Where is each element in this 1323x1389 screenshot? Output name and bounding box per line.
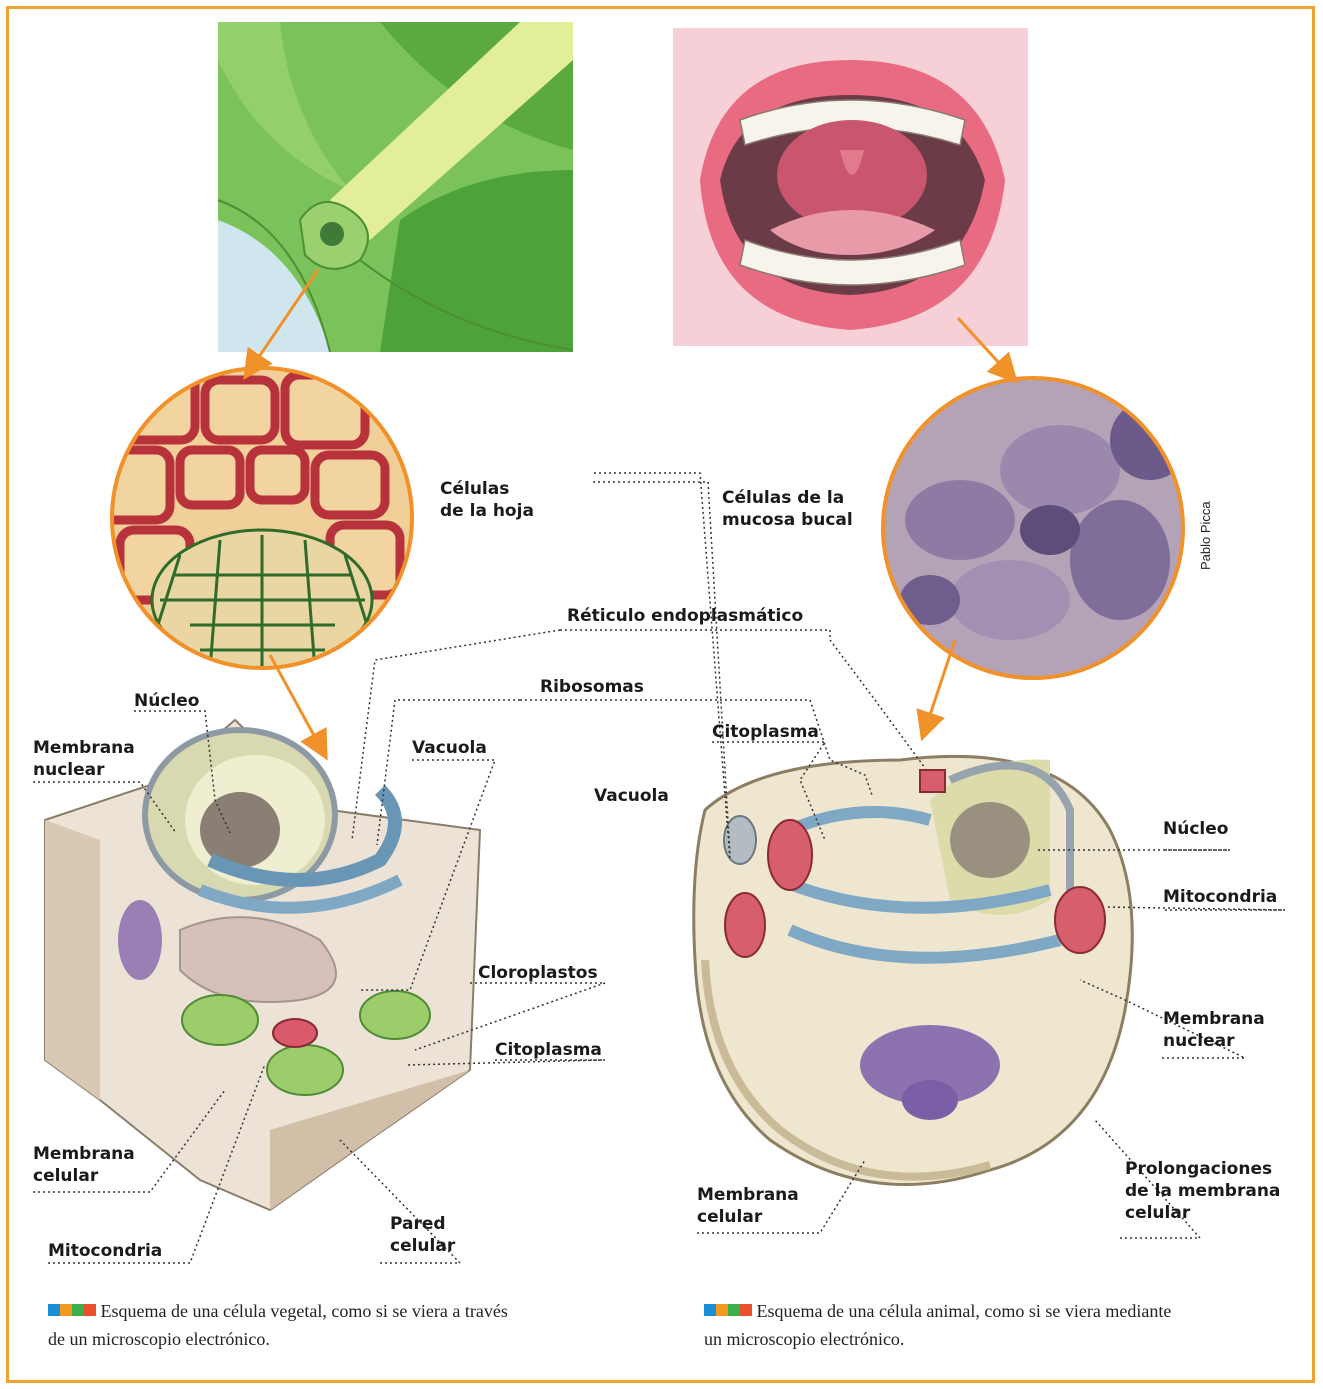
leaf-cells-label: Células de la hoja bbox=[440, 478, 534, 522]
animal-nucleus-label: Núcleo bbox=[1163, 818, 1228, 840]
leaf-illustration bbox=[218, 22, 573, 352]
plant-cell-illustration bbox=[45, 720, 480, 1210]
animal-mitochondria-label: Mitocondria bbox=[1163, 886, 1277, 908]
plant-mitochondria-label: Mitocondria bbox=[48, 1240, 162, 1262]
plant-nucleus-label: Núcleo bbox=[134, 690, 199, 712]
ribosomes-label: Ribosomas bbox=[540, 676, 644, 698]
plant-cytoplasm-label: Citoplasma bbox=[495, 1039, 602, 1061]
plant-cell-membrane-label: Membrana celular bbox=[33, 1143, 135, 1187]
animal-membrane-extensions-label: Prolongaciones de la membrana celular bbox=[1125, 1158, 1280, 1224]
plant-cell-wall-label: Pared celular bbox=[390, 1213, 455, 1257]
plant-nuclear-membrane-label: Membrana nuclear bbox=[33, 737, 135, 781]
animal-cell-caption: Esquema de una célula animal, como si se… bbox=[704, 1297, 1184, 1353]
caption-swatch bbox=[704, 1301, 752, 1321]
plant-cell-caption: Esquema de una célula vegetal, como si s… bbox=[48, 1297, 528, 1353]
caption-swatch bbox=[48, 1301, 96, 1321]
plant-chloroplasts-label: Cloroplastos bbox=[478, 962, 598, 984]
animal-nuclear-membrane-label: Membrana nuclear bbox=[1163, 1008, 1265, 1052]
leaf-cells-micrograph bbox=[100, 368, 412, 670]
photo-credit: Pablo Picca bbox=[1198, 501, 1213, 570]
endoplasmic-reticulum-label: Réticulo endoplasmático bbox=[567, 605, 803, 627]
mucosa-cells-micrograph bbox=[883, 378, 1190, 678]
animal-cytoplasm-label: Citoplasma bbox=[712, 721, 819, 743]
mucosa-cells-label: Células de la mucosa bucal bbox=[722, 487, 853, 531]
mouth-illustration bbox=[673, 28, 1028, 346]
animal-cell-illustration bbox=[694, 756, 1133, 1184]
plant-vacuole-label: Vacuola bbox=[412, 737, 487, 759]
animal-vacuole-label: Vacuola bbox=[594, 785, 669, 807]
plant-caption-text: Esquema de una célula vegetal, como si s… bbox=[48, 1301, 508, 1349]
animal-caption-text: Esquema de una célula animal, como si se… bbox=[704, 1301, 1171, 1349]
animal-cell-membrane-label: Membrana celular bbox=[697, 1184, 799, 1228]
